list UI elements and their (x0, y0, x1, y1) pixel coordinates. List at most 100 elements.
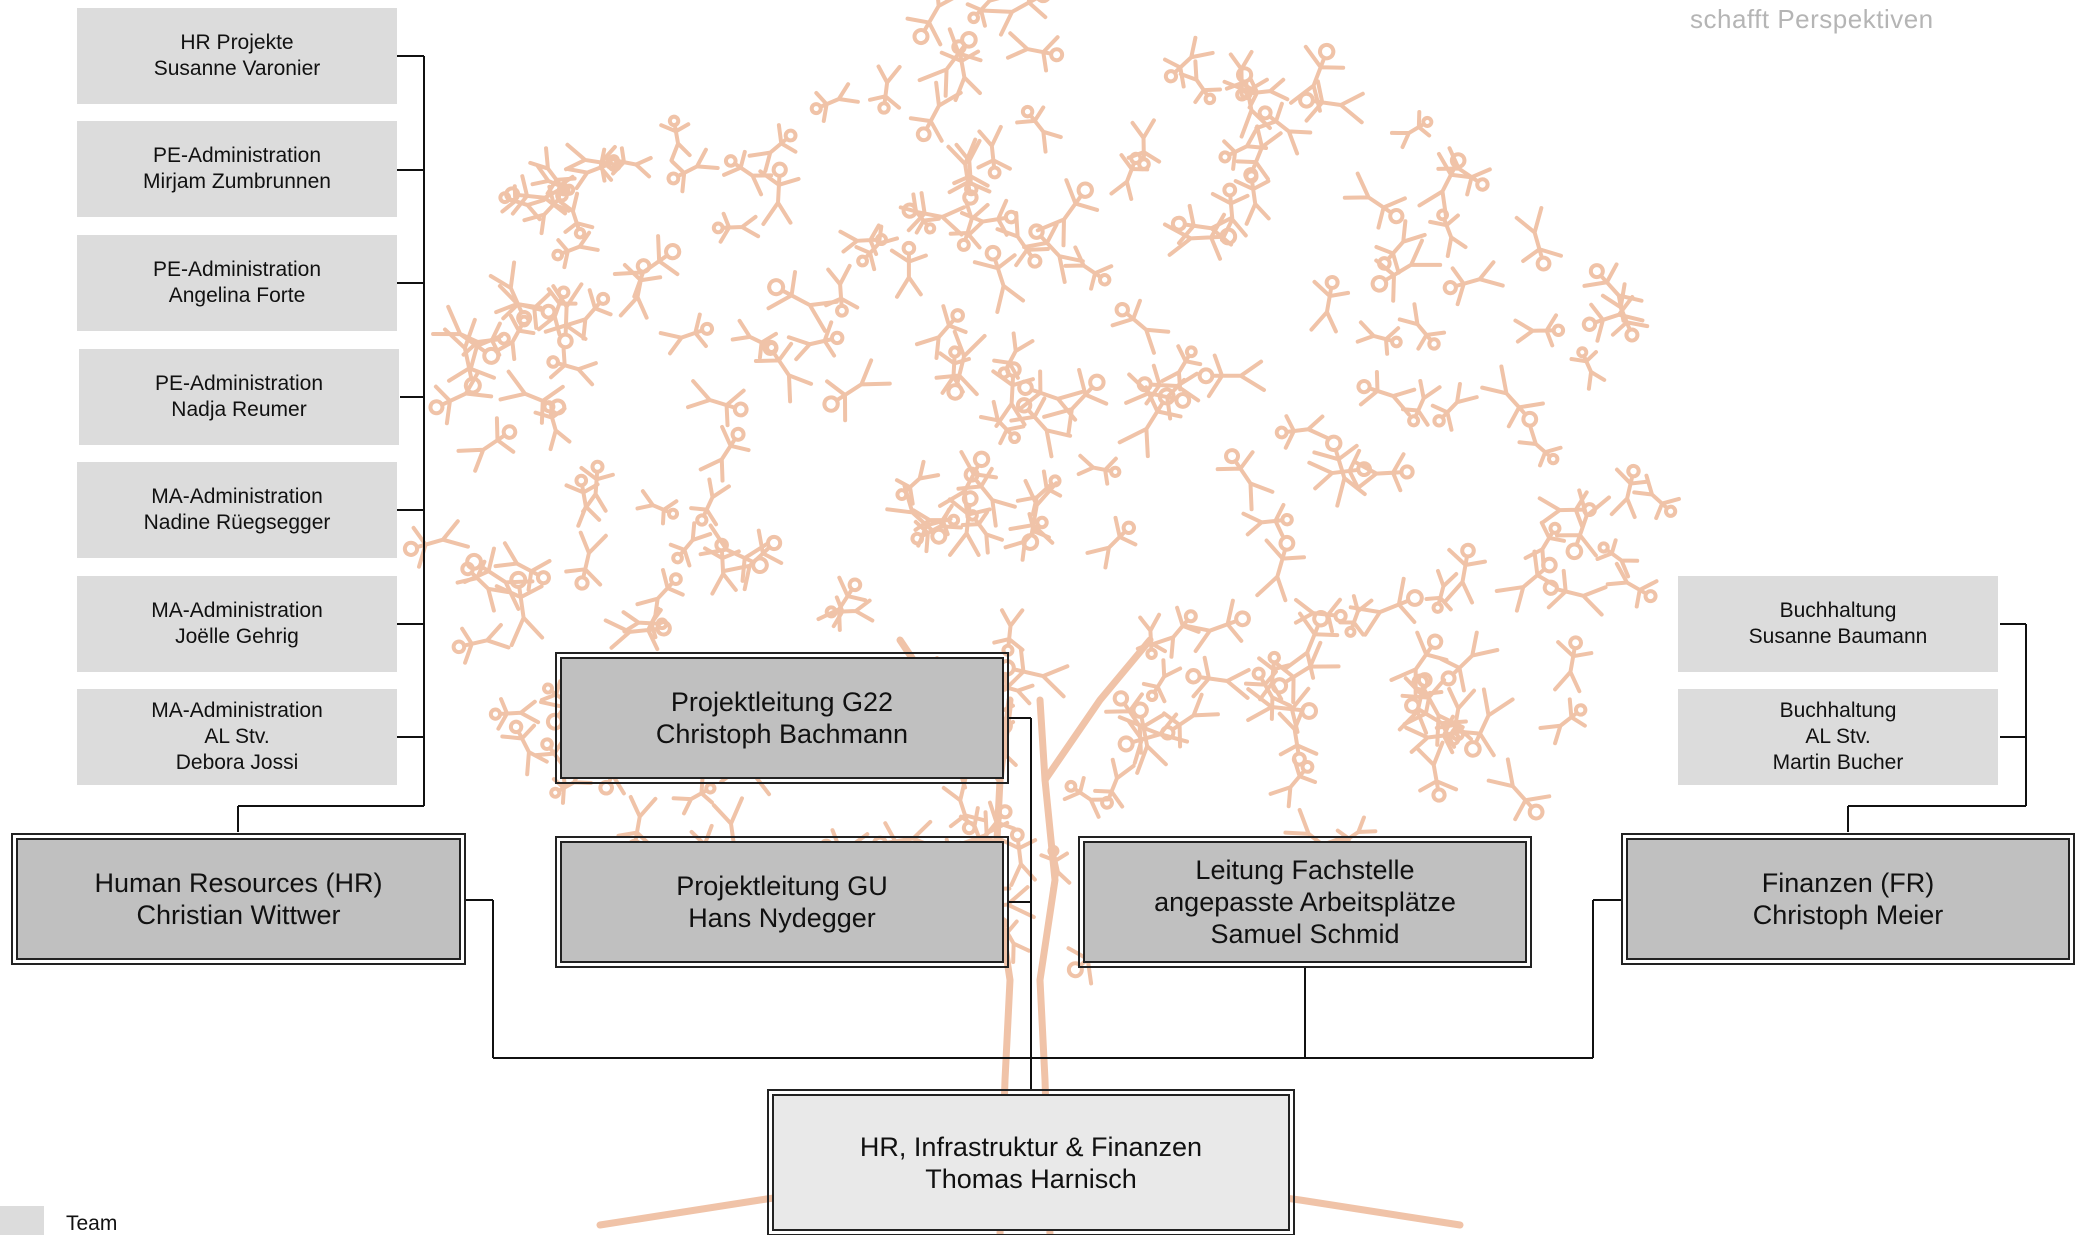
team-person: Martin Bucher (1772, 751, 1904, 774)
tree-figure (1243, 666, 1293, 721)
tree-figure (889, 240, 928, 299)
tree-figure (914, 304, 968, 360)
team-role: PE-Administration (154, 372, 324, 395)
tree-figure (1480, 364, 1545, 429)
tree-figure (668, 521, 713, 568)
tree-figure (1430, 381, 1479, 432)
tree-figure (1581, 295, 1645, 343)
team-person: Mirjam Zumbrunnen (143, 170, 331, 193)
team-box-ma-administration-3: MA-Administration AL Stv. Debora Jossi (77, 689, 397, 785)
tree-figure (564, 530, 608, 591)
tree-figure (455, 559, 511, 613)
tree-figure (534, 737, 583, 788)
team-person: Angelina Forte (168, 284, 306, 307)
team-person: Joëlle Gehrig (175, 625, 299, 648)
tree-figure (607, 146, 653, 179)
tree-figure (1241, 502, 1294, 538)
tree-figure (753, 339, 814, 404)
tree-figure (428, 371, 494, 426)
tree-figure (824, 263, 860, 318)
tree-figure (982, 0, 1052, 37)
tree-figure (816, 575, 868, 632)
tree-figure (612, 234, 682, 299)
team-person: Debora Jossi (175, 751, 299, 774)
tree-figure (666, 147, 720, 194)
tree-figure (635, 568, 685, 620)
slogan: schafft Perspektiven (1690, 4, 1934, 34)
tree-figure (1124, 372, 1192, 421)
tree-figure (905, 0, 965, 47)
tree-figure (809, 82, 860, 123)
tree-figure (1442, 260, 1505, 307)
tree-figure (1197, 353, 1266, 399)
tree-figure (947, 490, 992, 557)
tree-figure (522, 184, 571, 236)
lead-person: Christian Wittwer (136, 900, 341, 930)
tree-figure (956, 466, 1017, 528)
tree-figure (747, 123, 798, 173)
tree-figure (1015, 469, 1063, 517)
tree-figure (938, 345, 971, 395)
tree-figure (1022, 222, 1085, 284)
team-role: HR Projekte (180, 31, 294, 54)
lead-box-projektleitung-gu: Projektleitung GU Hans Nydegger (555, 836, 1009, 968)
tree-figure (1170, 203, 1235, 247)
tree-figure (758, 161, 801, 226)
team-role: MA-Administration (151, 699, 323, 722)
tree-figure (1117, 712, 1190, 766)
tree-figure (557, 191, 595, 240)
lead-person: Hans Nydegger (688, 903, 876, 933)
team-deputy: AL Stv. (204, 725, 270, 748)
team-person: Nadja Reumer (171, 398, 307, 421)
lead-person: Samuel Schmid (1210, 919, 1400, 949)
tree-figure (1042, 367, 1109, 438)
tree-figure (976, 124, 1012, 180)
team-person: Nadine Rüegsegger (143, 511, 331, 534)
tree-figure (1274, 414, 1330, 450)
tree-figure (494, 313, 536, 361)
tree-figure (822, 358, 892, 423)
tree-figure (1160, 692, 1220, 749)
tree-figure (1222, 66, 1272, 139)
tree-figure (564, 473, 602, 528)
tree-figure (539, 679, 584, 720)
team-box-pe-administration-3: PE-Administration Nadja Reumer (79, 349, 399, 445)
tree-figure (1370, 238, 1443, 303)
tree-figure (1136, 363, 1201, 406)
tree-figure (1181, 598, 1251, 653)
head-department: HR, Infrastruktur & Finanzen (859, 1131, 1203, 1162)
tree-figure (1298, 79, 1365, 125)
team-box-ma-administration-2: MA-Administration Joëlle Gehrig (77, 576, 397, 672)
tree-figure (972, 244, 1026, 314)
tree-figure (1160, 344, 1203, 392)
lead-department: Human Resources (HR) (94, 868, 383, 898)
tree-figure (1312, 434, 1367, 508)
tree-figure (1397, 302, 1447, 351)
tree-figure (1389, 630, 1449, 696)
tree-figure (1255, 534, 1307, 603)
tree-figure (498, 369, 567, 425)
tree-figure (1268, 756, 1318, 809)
tree-figure (1523, 520, 1566, 569)
tree-figure (998, 827, 1038, 887)
tree-figure (549, 766, 594, 805)
lead-box-leitung-fachstelle: Leitung Fachstelle angepasste Arbeitsplä… (1078, 836, 1532, 968)
tree-figure (1582, 262, 1644, 323)
tree-figure (1538, 697, 1588, 746)
team-box-pe-administration-2: PE-Administration Angelina Forte (77, 235, 397, 331)
tree-figure (442, 317, 496, 395)
tree-figure (1076, 453, 1122, 486)
tree-figure (1416, 740, 1459, 803)
lead-box-human-resources: Human Resources (HR) Christian Wittwer (11, 833, 466, 965)
team-role: PE-Administration (152, 144, 322, 167)
tree-figure (1595, 538, 1640, 579)
tree-figure (1553, 635, 1594, 694)
tree-figure (1233, 169, 1271, 226)
tree-figure (1514, 206, 1563, 272)
tree-figure (685, 379, 749, 428)
tree-figure (1417, 151, 1475, 218)
tree-figure (551, 230, 600, 270)
tree-figure (1185, 655, 1251, 700)
team-box-pe-administration-1: PE-Administration Mirjam Zumbrunnen (77, 121, 397, 217)
